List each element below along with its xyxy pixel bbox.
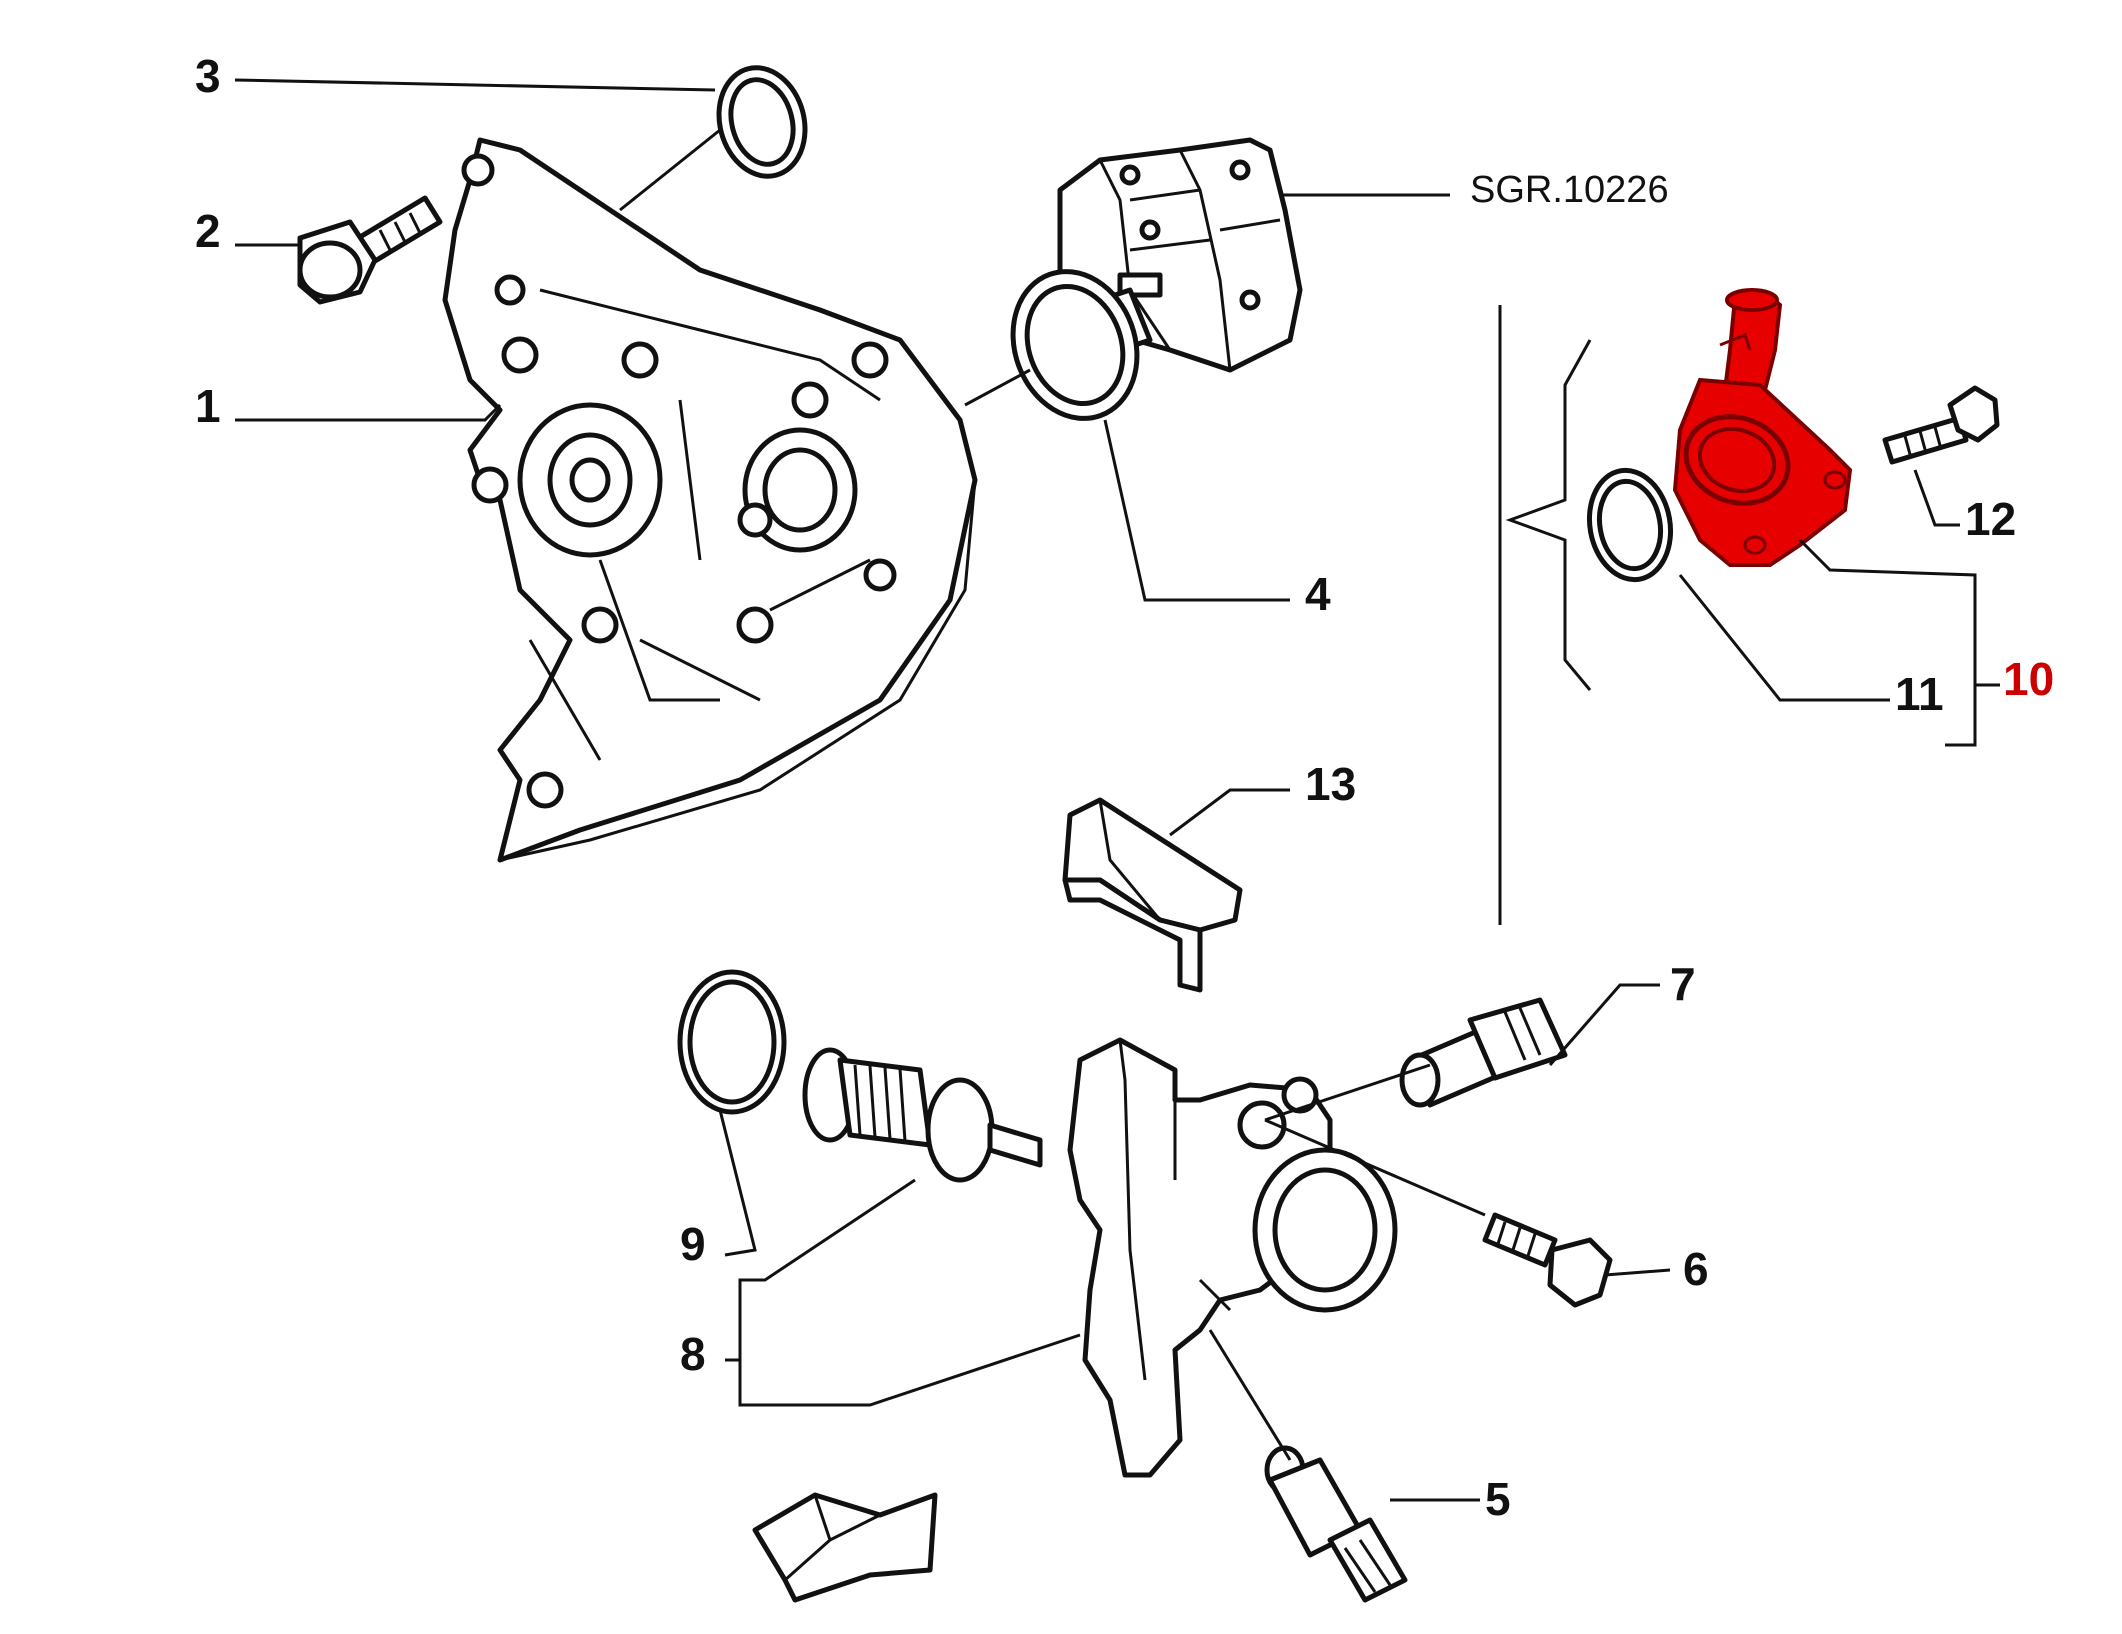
engine-cover-housing-icon[interactable] <box>442 137 978 863</box>
leader-lines <box>234 78 2000 1502</box>
callout-13[interactable]: 13 <box>1305 758 1356 810</box>
callout-1[interactable]: 1 <box>195 380 221 432</box>
group-bracket <box>1498 305 1592 925</box>
callout-8[interactable]: 8 <box>680 1328 706 1380</box>
o-ring-icon[interactable] <box>677 969 787 1115</box>
bracket-icon[interactable] <box>1062 797 1243 993</box>
callout-4[interactable]: 4 <box>1305 568 1331 620</box>
callout-11[interactable]: 11 <box>1895 668 1944 720</box>
temperature-sensor-icon[interactable] <box>1264 1445 1408 1603</box>
callout-10[interactable]: 10 <box>2003 653 2054 705</box>
callout-5[interactable]: 5 <box>1485 1473 1511 1525</box>
reference-label-sgr[interactable]: SGR.10226 <box>1470 169 1669 211</box>
callout-12[interactable]: 12 <box>1965 493 2016 545</box>
callout-2[interactable]: 2 <box>195 205 221 257</box>
o-ring-icon[interactable] <box>1581 464 1679 586</box>
flange-bolt-icon[interactable] <box>297 195 443 305</box>
callout-6[interactable]: 6 <box>1683 1243 1709 1295</box>
seal-ring-icon[interactable] <box>707 58 817 186</box>
bolt-icon[interactable] <box>1882 385 2000 465</box>
callout-9[interactable]: 9 <box>680 1218 706 1270</box>
callout-7[interactable]: 7 <box>1670 958 1696 1010</box>
coolant-outlet-icon[interactable] <box>1672 288 1853 567</box>
callout-3[interactable]: 3 <box>195 50 221 102</box>
callout-labels: 3 2 1 4 13 7 6 5 9 8 12 11 10 SGR.10226 <box>195 50 2054 1525</box>
thermostat-housing-icon[interactable] <box>802 1037 1398 1478</box>
direction-arrow-icon <box>752 1492 938 1603</box>
o-ring-icon[interactable] <box>993 254 1157 436</box>
bolt-icon[interactable] <box>1482 1212 1613 1308</box>
temperature-sensor-icon[interactable] <box>1399 997 1568 1108</box>
